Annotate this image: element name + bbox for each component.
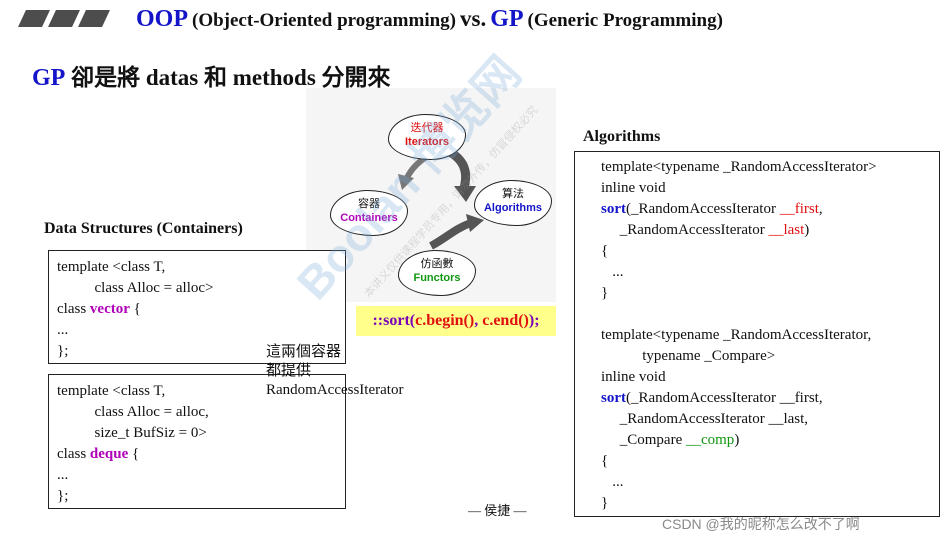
csdn-watermark: CSDN @我的昵称怎么改不了啊: [662, 516, 860, 532]
sort-call-highlight: ::sort(c.begin(), c.end());: [356, 306, 556, 336]
sort-call-suffix: );: [528, 312, 540, 329]
code-line: _RandomAccessIterator __last): [601, 220, 939, 241]
note-line: 都提供: [266, 363, 312, 379]
footer-author: — 侯捷 —: [468, 503, 527, 518]
iterator-note: 這兩個容器 都提供 RandomAccessIterator: [266, 343, 403, 400]
title-oop: OOP: [136, 6, 188, 32]
code-text: ): [804, 222, 810, 238]
algorithms-code-box: template<typename _RandomAccessIterator>…: [574, 151, 940, 517]
functors-zh: 仿函數: [420, 258, 454, 270]
cloud-containers: 容器 Containers: [330, 190, 408, 236]
arrow-head: [454, 186, 476, 202]
subtitle-text: 和: [198, 65, 233, 90]
page-title: OOP (Object-Oriented programming) vs. GP…: [136, 6, 723, 33]
code-line: _RandomAccessIterator __last,: [601, 411, 809, 427]
code-keyword-vector: vector: [89, 301, 130, 317]
algorithms-zh: 算法: [502, 188, 524, 200]
subtitle: GP 卻是將 datas 和 methods 分開來: [32, 58, 391, 92]
sort-call-end: c.end(): [482, 312, 529, 329]
code-line: sort(_RandomAccessIterator __first,: [601, 388, 939, 409]
code-line: ...: [57, 467, 69, 483]
subtitle-text: 分開來: [315, 65, 391, 90]
header-bars-decoration: [18, 10, 110, 28]
code-line: ...: [601, 474, 624, 490]
code-line: inline void: [601, 369, 666, 385]
vector-code-box: template <class T, class Alloc = alloc> …: [48, 250, 346, 364]
title-oop-full: (Object-Oriented programming): [192, 10, 457, 31]
code-line: }: [601, 495, 609, 511]
cloud-functors: 仿函數 Functors: [398, 250, 476, 296]
code-text: {: [129, 301, 141, 317]
code-text: ): [734, 432, 740, 448]
code-text: ,: [818, 201, 823, 217]
code-line: typename _Compare>: [601, 348, 776, 364]
header-bar: [78, 10, 110, 27]
code-line: };: [57, 488, 69, 504]
data-structures-title: Data Structures (Containers): [44, 220, 243, 237]
containers-en: Containers: [340, 212, 398, 224]
arrow-head: [398, 174, 414, 190]
code-line: size_t BufSiz = 0>: [57, 425, 207, 441]
iterators-zh: 迭代器: [410, 122, 444, 134]
cloud-algorithms: 算法 Algorithms: [474, 180, 552, 226]
code-keyword-sort: sort: [601, 390, 626, 406]
code-text: class: [57, 301, 90, 317]
code-line: ...: [57, 322, 69, 338]
code-keyword-deque: deque: [89, 446, 129, 462]
subtitle-methods: methods: [232, 65, 316, 90]
code-line: }: [601, 285, 609, 301]
code-text: (_RandomAccessIterator: [626, 201, 780, 217]
containers-zh: 容器: [358, 198, 380, 210]
header-bar: [48, 10, 80, 27]
code-line: {: [601, 243, 609, 259]
code-param-comp: __comp: [685, 432, 735, 448]
code-text: _RandomAccessIterator: [601, 222, 769, 238]
code-text: _Compare: [601, 432, 686, 448]
code-param-first: __first: [779, 201, 819, 217]
code-line: };: [57, 343, 69, 359]
header-bar: [18, 10, 50, 27]
code-line: template<typename _RandomAccessIterator>: [601, 159, 877, 175]
arrow-head: [466, 214, 484, 232]
sort-call-sep: ,: [474, 312, 483, 329]
code-text: (_RandomAccessIterator __first,: [626, 390, 823, 406]
subtitle-datas: datas: [145, 65, 199, 90]
note-line: 這兩個容器: [266, 344, 342, 360]
iterators-en: Iterators: [404, 136, 450, 148]
functors-en: Functors: [413, 272, 461, 284]
title-gp: GP: [490, 6, 524, 32]
code-line: _Compare __comp): [601, 430, 939, 451]
code-param-last: __last: [768, 222, 805, 238]
subtitle-text: 卻是將: [65, 65, 146, 90]
subtitle-gp: GP: [32, 65, 66, 91]
sort-call-prefix: ::sort(: [372, 312, 416, 329]
code-line: class vector {: [57, 299, 345, 320]
algorithms-en: Algorithms: [483, 202, 543, 214]
code-line: inline void: [601, 180, 666, 196]
cloud-iterators: 迭代器 Iterators: [388, 114, 466, 160]
title-vs: vs.: [460, 6, 487, 31]
code-line: template <class T,: [57, 259, 166, 275]
code-text: class: [57, 446, 90, 462]
deque-code-box: template <class T, class Alloc = alloc, …: [48, 374, 346, 509]
algorithms-title: Algorithms: [583, 128, 661, 145]
code-spacer: [601, 304, 939, 325]
sort-call-begin: c.begin(): [415, 312, 475, 329]
code-line: class deque {: [57, 444, 345, 465]
code-line: template <class T,: [57, 383, 166, 399]
code-line: class Alloc = alloc>: [57, 280, 214, 296]
title-gp-full: (Generic Programming): [527, 10, 723, 31]
code-line: class Alloc = alloc,: [57, 404, 209, 420]
arrow-functors-to-algorithms: [429, 219, 473, 250]
note-line: RandomAccessIterator: [266, 382, 404, 398]
code-keyword-sort: sort: [601, 201, 626, 217]
code-text: {: [128, 446, 140, 462]
code-line: ...: [601, 264, 624, 280]
code-line: template<typename _RandomAccessIterator,: [601, 327, 872, 343]
code-line: {: [601, 453, 609, 469]
code-line: sort(_RandomAccessIterator __first,: [601, 199, 939, 220]
